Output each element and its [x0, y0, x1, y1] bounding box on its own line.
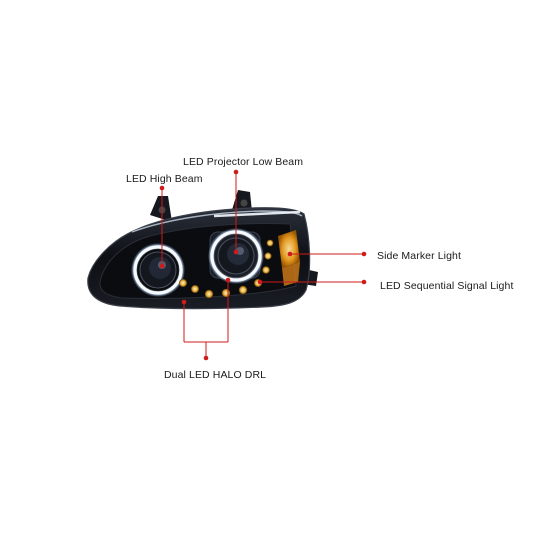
- side-marker-label: Side Marker Light: [377, 250, 461, 262]
- mounting-tab-right: [232, 190, 252, 212]
- callout-lines: [161, 172, 364, 358]
- callout-dots: [159, 169, 367, 361]
- mounting-tab-left: [150, 196, 172, 222]
- side-marker-lens: [278, 230, 300, 286]
- high-beam-label: LED High Beam: [126, 173, 203, 185]
- halo-drl-label: Dual LED HALO DRL: [164, 369, 267, 381]
- signal-label: LED Sequential Signal Light: [380, 280, 514, 292]
- low-beam-label: LED Projector Low Beam: [183, 156, 304, 168]
- high-beam-projector: [131, 243, 185, 297]
- low-beam-projector: [208, 228, 264, 284]
